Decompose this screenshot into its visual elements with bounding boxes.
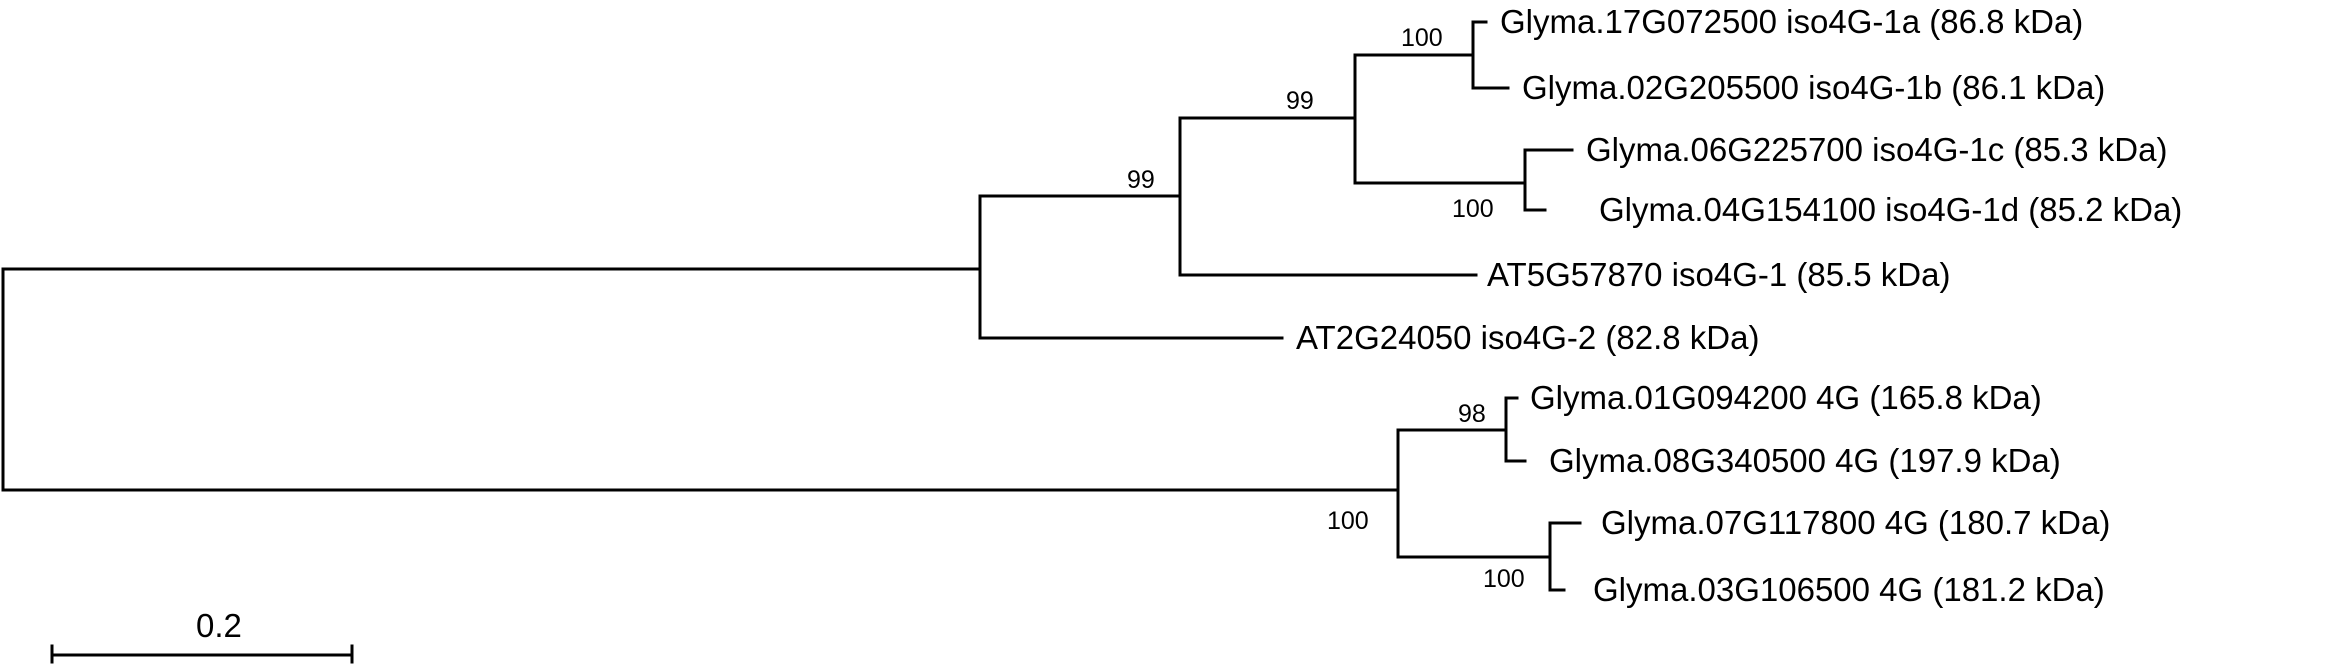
leaf-label: AT5G57870 iso4G-1 (85.5 kDa) bbox=[1487, 256, 1950, 293]
bootstrap-value: 98 bbox=[1458, 400, 1486, 428]
leaf-label: Glyma.07G117800 4G (180.7 kDa) bbox=[1601, 504, 2110, 541]
leaf-label: Glyma.17G072500 iso4G-1a (86.8 kDa) bbox=[1500, 3, 2083, 40]
bootstrap-value: 100 bbox=[1452, 195, 1494, 223]
bootstrap-value: 99 bbox=[1286, 87, 1314, 115]
bootstrap-values: 100 99 100 99 98 100 100 bbox=[1127, 24, 1525, 593]
root-branches bbox=[1, 267, 1400, 492]
bootstrap-value: 100 bbox=[1401, 24, 1443, 52]
leaf-label: Glyma.01G094200 4G (165.8 kDa) bbox=[1530, 379, 2042, 416]
bootstrap-value: 100 bbox=[1483, 565, 1525, 593]
leaf-label: Glyma.04G154100 iso4G-1d (85.2 kDa) bbox=[1599, 191, 2182, 228]
leaf-label: Glyma.06G225700 iso4G-1c (85.3 kDa) bbox=[1586, 131, 2167, 168]
scale-bar: 0.2 bbox=[50, 607, 354, 664]
bootstrap-value: 99 bbox=[1127, 166, 1155, 194]
iso4g-group-branches bbox=[978, 20, 1574, 340]
leaf-labels: Glyma.17G072500 iso4G-1a (86.8 kDa) Glym… bbox=[1296, 3, 2182, 608]
leaf-label: AT2G24050 iso4G-2 (82.8 kDa) bbox=[1296, 319, 1759, 356]
leaf-label: Glyma.08G340500 4G (197.9 kDa) bbox=[1549, 442, 2061, 479]
bootstrap-value: 100 bbox=[1327, 507, 1369, 535]
eif4g-group-branches bbox=[1396, 396, 1582, 592]
scale-bar-label: 0.2 bbox=[196, 607, 242, 644]
leaf-label: Glyma.02G205500 iso4G-1b (86.1 kDa) bbox=[1522, 69, 2105, 106]
leaf-label: Glyma.03G106500 4G (181.2 kDa) bbox=[1593, 571, 2105, 608]
